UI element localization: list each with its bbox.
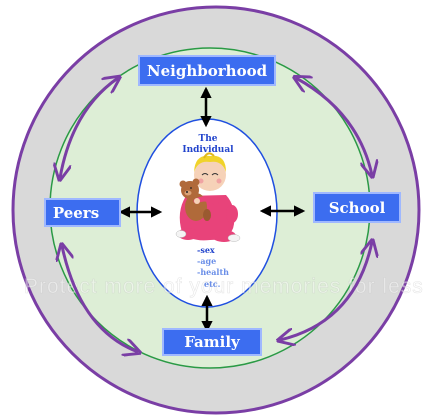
arrow-school-family — [280, 242, 372, 340]
family-box: Family — [162, 328, 262, 356]
school-label: School — [329, 199, 386, 217]
attribute-etc: etc. — [204, 279, 221, 289]
individual-title-line1: The — [199, 134, 218, 144]
watermark-text: Protect more of your memories for less — [24, 275, 424, 298]
individual-title-line2: Individual — [182, 145, 234, 155]
arrow-peers-family — [62, 246, 138, 352]
attribute-health: -health — [197, 267, 229, 277]
neighborhood-label: Neighborhood — [147, 62, 268, 80]
attribute-age: -age — [197, 256, 216, 266]
interaction-arrows — [60, 78, 372, 352]
school-box: School — [313, 192, 401, 223]
direct-arrows — [118, 86, 306, 333]
baby-with-teddy-bear-icon — [175, 152, 241, 242]
family-label: Family — [184, 333, 241, 351]
peers-box: Peers — [44, 198, 121, 227]
attribute-sex: -sex — [197, 245, 215, 255]
neighborhood-box: Neighborhood — [138, 55, 276, 86]
arrow-neighborhood-school — [296, 78, 372, 175]
arrow-peers-neighborhood — [60, 78, 118, 178]
peers-label: Peers — [53, 204, 99, 222]
